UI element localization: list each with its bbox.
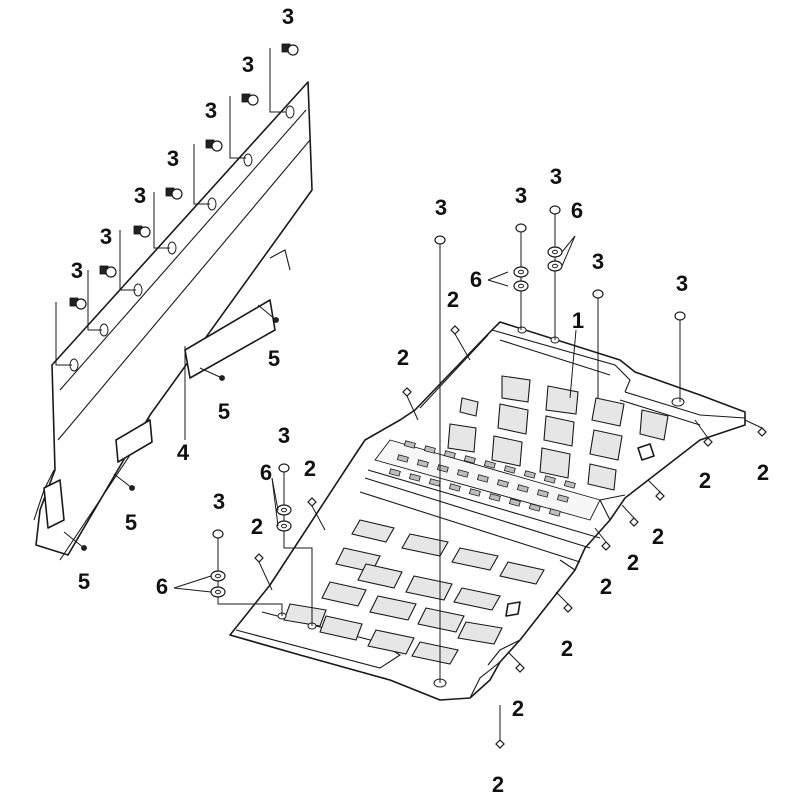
callout-bolt: 3 (592, 249, 604, 274)
callout-clip: 2 (699, 468, 711, 493)
floor-panel (229, 321, 746, 701)
callout-bolt: 3 (278, 423, 290, 448)
callout-bolt: 3 (550, 164, 562, 189)
callout-clip: 2 (304, 456, 316, 481)
callout-screw: 5 (218, 399, 230, 424)
callout-clip: 2 (492, 772, 504, 797)
washer-icon (210, 246, 563, 598)
perforated-grid (374, 439, 601, 521)
tread-pad-group (447, 375, 669, 491)
callout-screw: 5 (125, 510, 137, 535)
callout-clip: 2 (652, 524, 664, 549)
bolt-icon (212, 205, 686, 539)
callout-clip: 2 (447, 287, 459, 312)
bolt-icon (69, 43, 299, 310)
callout-screw: 5 (78, 569, 90, 594)
callout-clip: 2 (627, 550, 639, 575)
callout-clip: 2 (397, 345, 409, 370)
callout-bolt: 3 (213, 489, 225, 514)
callout-bolt: 3 (282, 4, 294, 29)
callout-floor-panel: 1 (572, 308, 584, 333)
side-guard-bolt-group (55, 43, 299, 366)
callout-bolt: 3 (515, 183, 527, 208)
callout-bolt: 3 (435, 195, 447, 220)
clip-icon (254, 325, 767, 749)
callout-clip: 2 (561, 636, 573, 661)
callout-screw: 5 (268, 346, 280, 371)
callout-washer: 6 (571, 198, 583, 223)
callout-labels: 1 4 3 3 3 3 3 3 3 3 3 3 3 3 3 3 6 6 6 6 … (71, 4, 769, 797)
callout-bolt: 3 (100, 224, 112, 249)
callout-bolt: 3 (167, 146, 179, 171)
screw-group (63, 304, 279, 551)
panel-bolt-group (173, 205, 686, 683)
callout-side-guard: 4 (177, 440, 190, 465)
callout-bolt: 3 (205, 98, 217, 123)
callout-bolt: 3 (676, 271, 688, 296)
callout-clip: 2 (600, 574, 612, 599)
callout-washer: 6 (470, 267, 482, 292)
callout-clip: 2 (512, 696, 524, 721)
callout-clip: 2 (757, 460, 769, 485)
callout-bolt: 3 (242, 52, 254, 77)
callout-washer: 6 (156, 574, 168, 599)
callout-bolt: 3 (71, 258, 83, 283)
callout-bolt: 3 (134, 183, 146, 208)
callout-clip: 2 (251, 514, 263, 539)
callout-washer: 6 (260, 460, 272, 485)
front-tread-pad-group (283, 519, 545, 665)
clip-group (254, 325, 767, 749)
side-guard-panel (33, 81, 313, 561)
